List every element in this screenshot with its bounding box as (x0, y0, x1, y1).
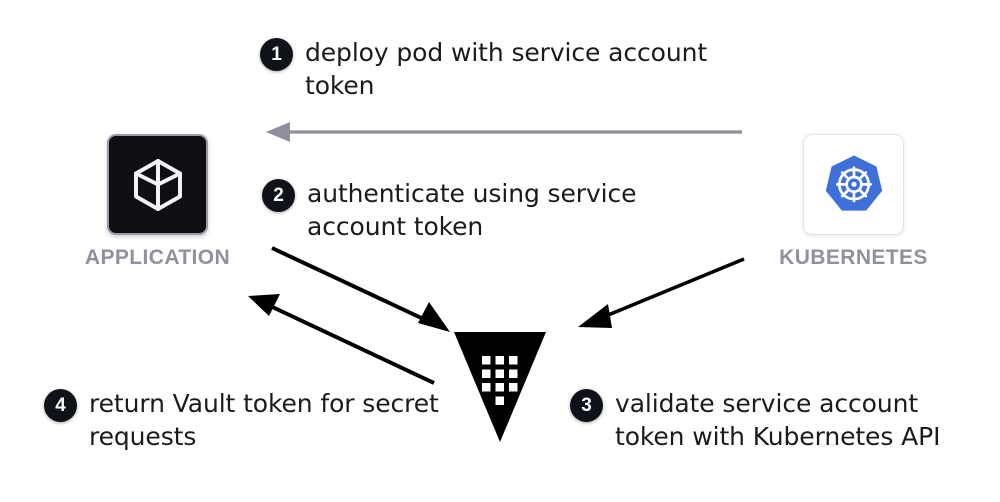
application-icon-box (107, 134, 208, 235)
step-4-text: return Vault token for secret requests (89, 389, 439, 451)
kubernetes-helm-wheel-icon (825, 155, 882, 211)
node-kubernetes[interactable]: KUBERNETES (779, 134, 927, 270)
arrow-vault-to-application (248, 294, 435, 385)
node-application[interactable]: APPLICATION (85, 134, 230, 270)
step-1: 1 deploy pod with service account token (260, 36, 730, 102)
step-2-badge: 2 (262, 179, 295, 212)
arrow-application-to-vault (271, 246, 450, 332)
application-label: APPLICATION (84, 246, 231, 269)
step-3-badge: 3 (570, 389, 603, 422)
step-1-text: deploy pod with service account token (305, 38, 708, 100)
step-1-badge: 1 (260, 38, 293, 71)
node-vault[interactable] (452, 328, 548, 444)
step-2: 2 authenticate using service account tok… (262, 177, 662, 243)
arrow-kubernetes-to-vault (578, 257, 745, 328)
kubernetes-label: KUBERNETES (779, 246, 928, 269)
step-4: 4 return Vault token for secret requests (44, 387, 464, 453)
vault-triangle-icon (454, 332, 546, 442)
arrow-kubernetes-to-application (266, 122, 742, 142)
step-3-text: validate service account token with Kube… (615, 389, 941, 451)
step-2-text: authenticate using service account token (307, 179, 637, 241)
step-4-badge: 4 (44, 389, 77, 422)
cube-icon (133, 158, 182, 211)
step-3: 3 validate service account token with Ku… (570, 387, 990, 453)
kubernetes-icon-box (803, 134, 904, 235)
